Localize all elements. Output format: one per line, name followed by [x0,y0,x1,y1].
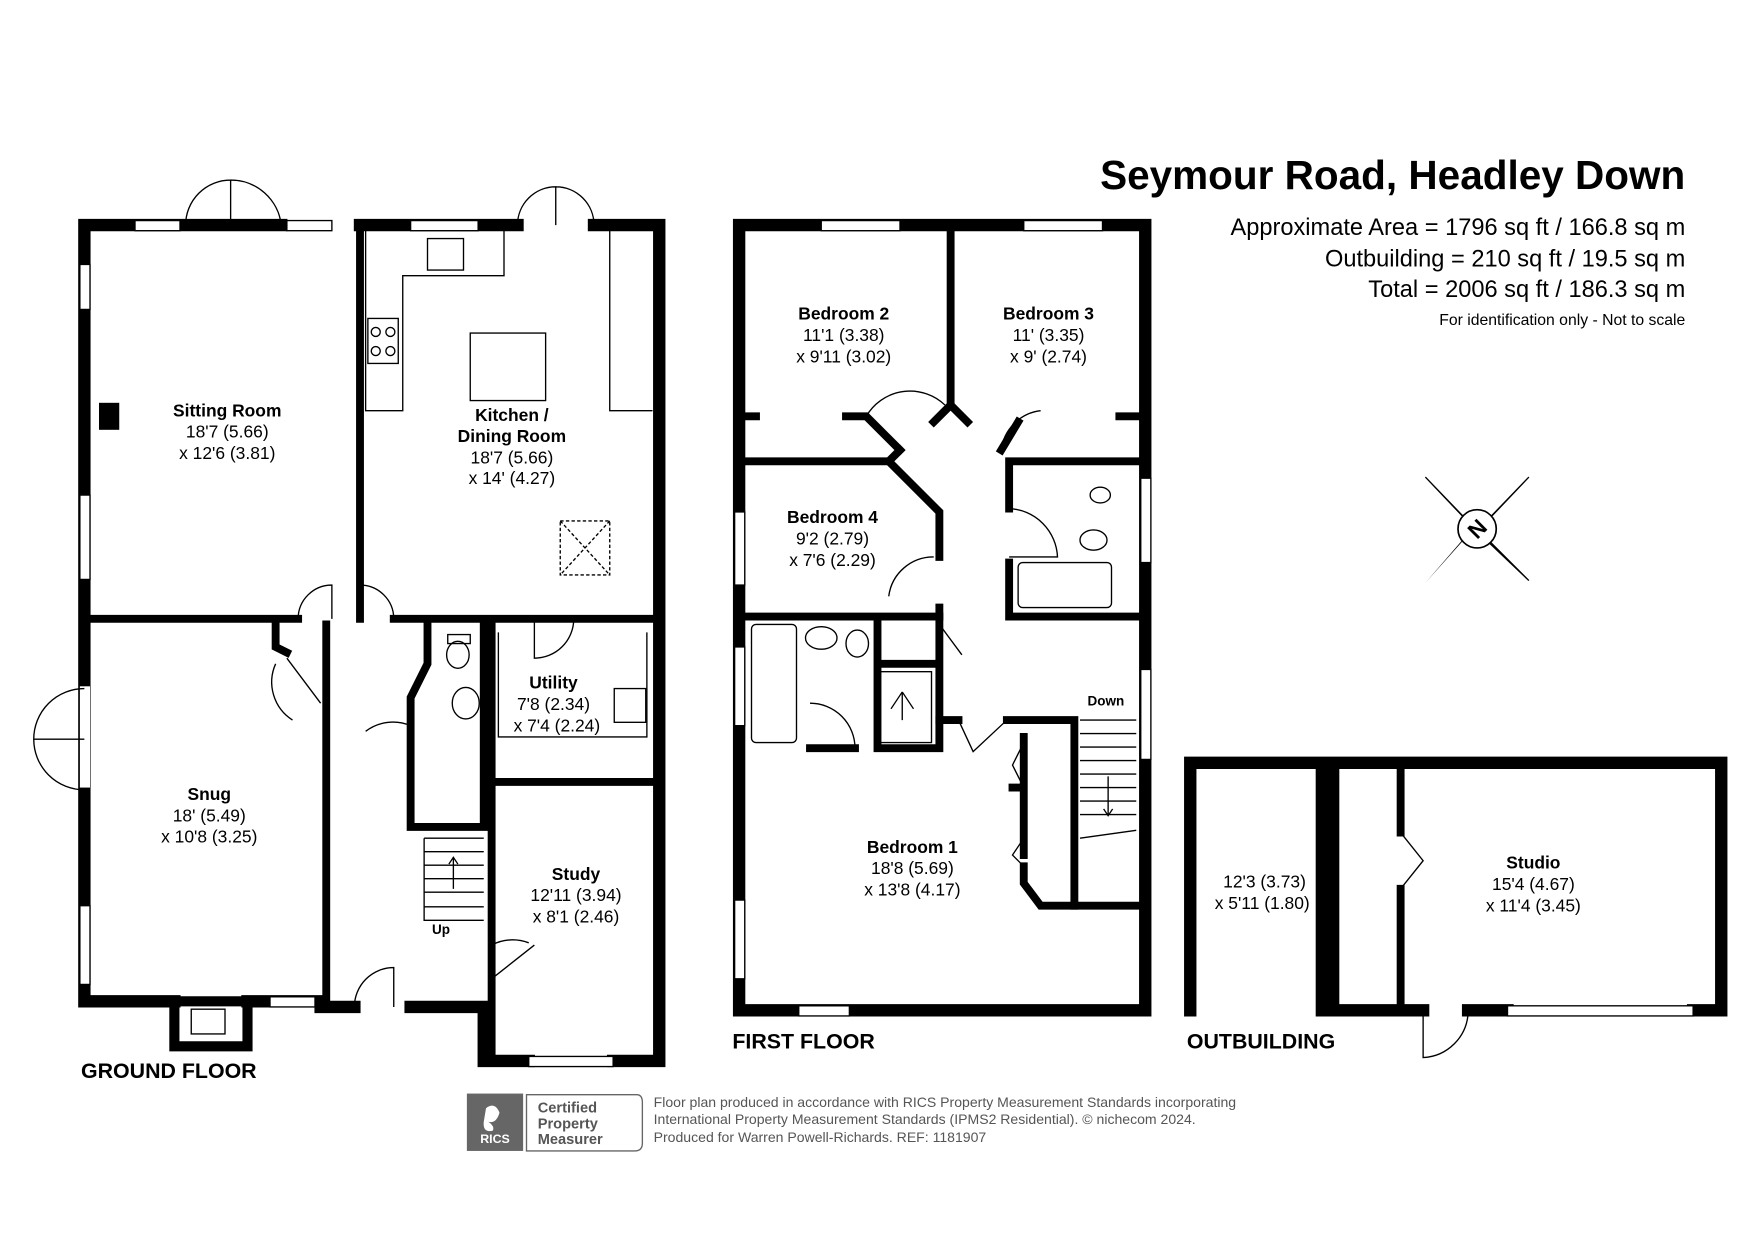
room-dims: x 12'6 (3.81) [179,443,275,463]
first-floor-plan: Down Bedroom 2 11'1 (3.38) x 9'11 (3.02)… [732,218,1152,1054]
room-dims: 18' (5.49) [173,805,246,825]
footer-line-3: Produced for Warren Powell-Richards. REF… [654,1129,987,1145]
approximate-area: Approximate Area = 1796 sq ft / 166.8 sq… [1231,215,1686,241]
room-name-kitchen: Kitchen / [475,405,549,425]
room-dims: x 13'8 (4.17) [864,880,960,900]
outbuilding-label: OUTBUILDING [1187,1030,1335,1054]
total-area: Total = 2006 sq ft / 186.3 sq m [1368,277,1685,303]
room-dims: 7'8 (2.34) [517,694,590,714]
room-dims: 12'3 (3.73) [1223,872,1306,892]
room-dims: x 11'4 (3.45) [1486,895,1581,915]
room-dims: x 7'4 (2.24) [514,715,601,735]
badge-line: Measurer [538,1132,603,1148]
compass-icon: N [1424,476,1530,583]
rics-badge: RICS Certified Property Measurer [466,1093,644,1152]
outbuilding-area: Outbuilding = 210 sq ft / 19.5 sq m [1325,247,1685,273]
room-dims: 18'8 (5.69) [871,858,954,878]
room-name-bedroom-3: Bedroom 3 [1003,304,1094,324]
room-dims: 18'7 (5.66) [186,422,269,442]
scale-note: For identification only - Not to scale [1439,312,1685,329]
room-dims: x 9' (2.74) [1010,346,1087,366]
room-dims: 11' (3.35) [1013,325,1085,345]
room-dims: x 8'1 (2.46) [533,907,620,927]
room-name-bedroom-4: Bedroom 4 [787,507,878,527]
room-dims: 12'11 (3.94) [530,885,621,905]
stairs-up-label: Up [432,922,450,937]
badge-line: Certified [538,1101,597,1117]
room-name-sitting-room: Sitting Room [173,400,281,420]
room-dims: x 14' (4.27) [469,468,556,488]
room-name-bedroom-2: Bedroom 2 [798,304,889,324]
footer-line-1: Floor plan produced in accordance with R… [654,1094,1236,1110]
room-name-studio: Studio [1506,853,1560,873]
room-name-snug: Snug [187,784,231,804]
outbuilding-plan: 12'3 (3.73) x 5'11 (1.80) Studio 15'4 (4… [1184,756,1728,1059]
room-dims: 15'4 (4.67) [1492,874,1575,894]
room-name-bedroom-1: Bedroom 1 [867,837,958,857]
badge-line: Property [538,1116,599,1132]
first-floor-label: FIRST FLOOR [732,1030,874,1054]
room-dims: 9'2 (2.79) [796,529,869,549]
room-name-study: Study [552,864,601,884]
room-dims: x 7'6 (2.29) [789,550,876,570]
room-name-utility: Utility [529,673,578,693]
room-dims: x 10'8 (3.25) [161,827,257,847]
room-name-kitchen-2: Dining Room [458,426,566,446]
room-dims: 11'1 (3.38) [803,325,884,345]
rics-logo-text: RICS [480,1132,510,1146]
property-title: Seymour Road, Headley Down [1100,152,1685,198]
footer-line-2: International Property Measurement Stand… [654,1111,1196,1127]
stairs-down-label: Down [1088,693,1125,708]
room-dims: x 5'11 (1.80) [1215,893,1310,913]
room-dims: x 9'11 (3.02) [796,346,891,366]
ground-floor-plan: Up Sitting Room 18'7 (5.66) x 12'6 (3.81… [33,179,666,1083]
ground-floor-label: GROUND FLOOR [81,1059,257,1083]
room-dims: 18'7 (5.66) [471,448,554,468]
